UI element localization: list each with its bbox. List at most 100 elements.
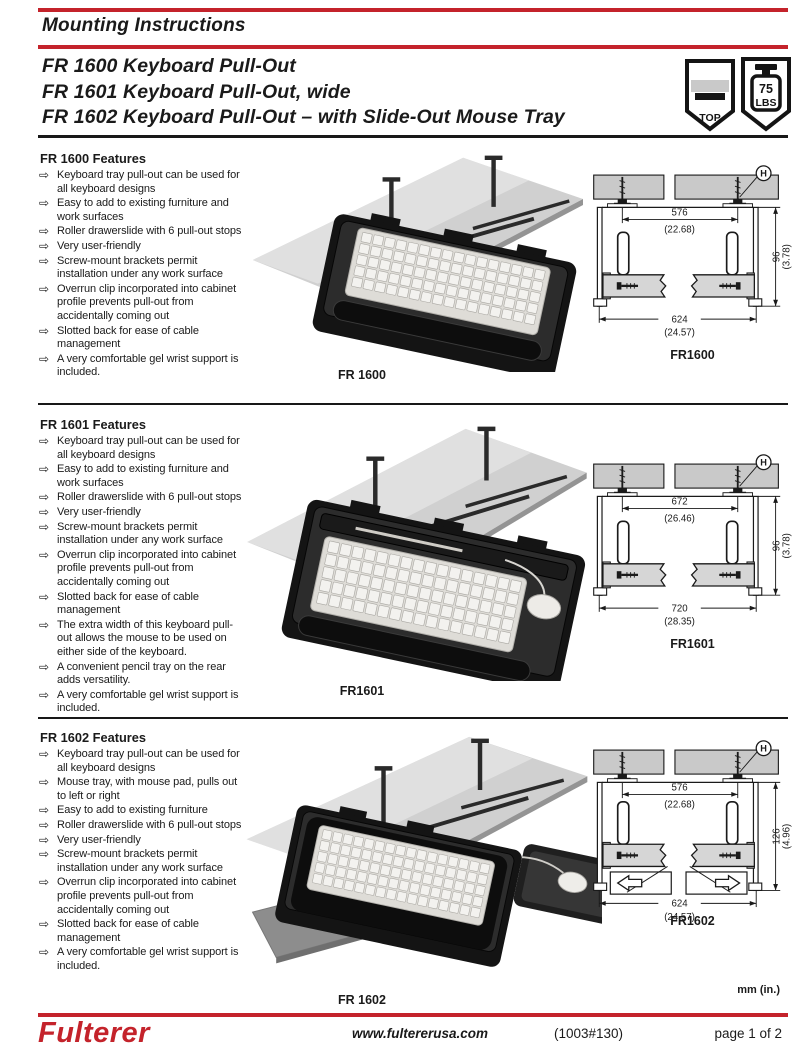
- dimension-label: 576: [671, 208, 687, 219]
- drawing-label: FR1600: [670, 348, 715, 362]
- feature-item: ⇨ Mouse tray, with mouse pad, pulls out t…: [39, 776, 246, 803]
- product-photo-fr1602: [246, 736, 602, 967]
- feature-item: ⇨A very comfortable gel wrist support is…: [39, 687, 246, 716]
- top-badge-label: TOP: [699, 112, 720, 124]
- feature-text: Roller drawerslide with 6 pull-out stops: [57, 818, 242, 831]
- feature-text: Mouse tray, with mouse pad, pulls out to…: [57, 776, 238, 802]
- feature-item: ⇨ A very comfortable gel wrist support is…: [39, 946, 246, 973]
- slide-profile: [725, 800, 739, 846]
- keyboard-keys: [316, 540, 522, 644]
- slide-profile: [725, 520, 739, 565]
- dimension-label: 672: [671, 497, 687, 508]
- arrow-bullet-icon: ⇨: [39, 817, 49, 832]
- feature-text: Keyboard tray pull-out can be used for a…: [57, 748, 240, 774]
- slide-profile: [725, 231, 739, 276]
- hardware-callout: [755, 165, 772, 182]
- dimension-label: 720: [671, 603, 688, 614]
- dimension-label: 96: [771, 540, 782, 551]
- features-list: ⇨ Keyboard tray pull-out can be used for …: [39, 747, 246, 975]
- slide-profile: [616, 520, 630, 565]
- photo-caption: FR 1600: [338, 368, 386, 382]
- feature-item: ⇨ Overrun clip incorporated into cabinet …: [39, 281, 246, 324]
- arrow-bullet-icon: ⇨: [39, 803, 49, 818]
- mounting-screw: [733, 199, 743, 204]
- dimension-label: (28.35): [664, 617, 695, 628]
- weight-value-label: 75: [759, 82, 773, 96]
- arrow-bullet-icon: ⇨: [39, 281, 49, 296]
- feature-text: A very comfortable gel wrist support is …: [57, 352, 239, 379]
- feature-item: ⇨ Very user-friendly: [39, 240, 246, 254]
- arrow-bullet-icon: ⇨: [39, 747, 49, 761]
- right-arrow-icon: [714, 874, 741, 892]
- units-note: mm (in.): [737, 984, 780, 996]
- keyboard-keys: [351, 232, 546, 325]
- work-surface-section: [593, 174, 665, 200]
- feature-item: ⇨ Easy to add to existing furniture: [39, 804, 246, 818]
- mounting-screw: [617, 774, 627, 779]
- feature-item: ⇨Keyboard tray pull-out can be used for …: [39, 434, 246, 462]
- arrow-bullet-icon: ⇨: [39, 238, 49, 253]
- weight-unit-label: LBS: [756, 97, 777, 109]
- dimension-label: 96: [771, 251, 782, 262]
- arrow-bullet-icon: ⇨: [39, 687, 49, 702]
- feature-text: Roller drawerslide with 6 pull-out stops: [57, 491, 242, 504]
- dimension-label: H: [760, 458, 767, 468]
- feature-item: ⇨Overrun clip incorporated into cabinet …: [39, 547, 246, 590]
- feature-item: ⇨ Roller drawerslide with 6 pull-out stop…: [39, 819, 246, 833]
- gel-wrist-support: [298, 615, 531, 681]
- feature-text: Very user-friendly: [57, 505, 141, 518]
- arrow-bullet-icon: ⇨: [39, 490, 49, 505]
- arrow-bullet-icon: ⇨: [39, 547, 49, 562]
- feature-text: Keyboard tray pull-out can be used for a…: [57, 169, 240, 195]
- features-list: ⇨Keyboard tray pull-out can be used for …: [39, 434, 246, 717]
- page-title: Mounting Instructions: [42, 15, 246, 36]
- feature-text: Screw-mount brackets permit installation…: [57, 848, 223, 874]
- feature-text: Overrun clip incorporated into cabinet p…: [57, 282, 237, 322]
- slide-profile: [616, 231, 630, 276]
- feature-text: Easy to add to existing furniture: [57, 804, 208, 817]
- keyboard-keys: [312, 829, 491, 919]
- feature-item: ⇨A convenient pencil tray on the rear ad…: [39, 659, 246, 688]
- feature-item: ⇨ Roller drawerslide with 6 pull-out stop…: [39, 491, 246, 505]
- hardware-callout: [755, 740, 772, 757]
- product-title-fr1602: FR 1602 Keyboard Pull-Out – with Slide-O…: [42, 106, 565, 128]
- dimension-label: 126: [771, 828, 782, 844]
- dimension-label: (22.68): [664, 799, 695, 810]
- feature-item: ⇨Very user-friendly: [39, 832, 246, 848]
- dimension-label: 624: [671, 314, 688, 325]
- section-fr1602: FR 1602 Features ⇨Keyboard tray pull-out…: [0, 717, 808, 1015]
- pencil: [355, 526, 463, 553]
- feature-text: A very comfortable gel wrist support is …: [57, 946, 239, 972]
- feature-text: Easy to add to existing furniture and wo…: [57, 463, 229, 489]
- keyboard-tray: [312, 213, 577, 372]
- arrow-bullet-icon: ⇨: [39, 462, 49, 477]
- header-top-rule: [38, 8, 788, 12]
- keyboard-tray: [275, 805, 602, 967]
- arrow-bullet-icon: ⇨: [39, 659, 49, 674]
- product-photo-fr1600: [252, 155, 584, 372]
- feature-text: Slotted back for ease of cable managemen…: [57, 590, 199, 617]
- feature-text: Very user-friendly: [57, 239, 141, 252]
- arrow-bullet-icon: ⇨: [39, 832, 49, 847]
- photo-caption: FR 1602: [338, 993, 386, 1007]
- feature-item: ⇨Screw-mount brackets permit installatio…: [39, 254, 246, 282]
- arrow-bullet-icon: ⇨: [39, 168, 49, 182]
- arrow-bullet-icon: ⇨: [39, 519, 49, 534]
- product-title-fr1600: FR 1600 Keyboard Pull-Out: [42, 55, 296, 77]
- weight-rating-badge-icon: 75 LBS: [741, 57, 791, 132]
- arrow-bullet-icon: ⇨: [39, 847, 49, 862]
- document-code: (1003#130): [554, 1026, 624, 1041]
- feature-text: Slotted back for ease of cable managemen…: [57, 324, 199, 351]
- arrow-bullet-icon: ⇨: [39, 775, 49, 790]
- dimension-label: 576: [671, 783, 687, 794]
- section-divider: [38, 717, 788, 719]
- arrow-bullet-icon: ⇨: [39, 875, 49, 890]
- feature-text: The extra width of this keyboard pull-ou…: [57, 618, 233, 658]
- feature-text: Screw-mount brackets permit installation…: [57, 254, 223, 281]
- mouse-cable: [504, 558, 546, 595]
- website-link[interactable]: www.fultererusa.com: [352, 1026, 489, 1041]
- arrow-bullet-icon: ⇨: [39, 945, 49, 960]
- slide-profile: [616, 800, 630, 846]
- dimension-label: (3.78): [781, 533, 792, 558]
